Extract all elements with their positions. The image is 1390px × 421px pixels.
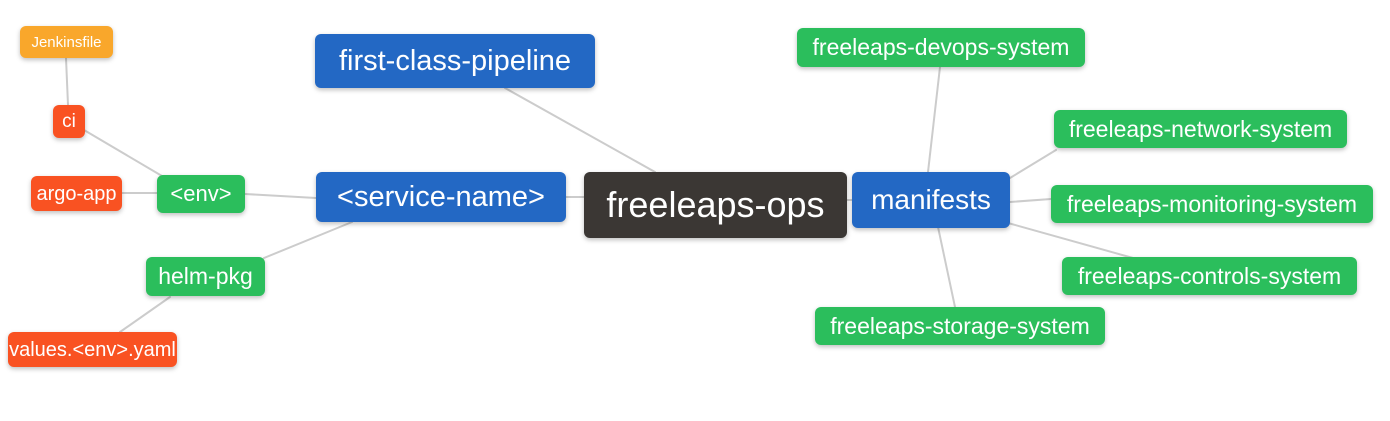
edge-env-service-name [244,193,317,199]
edge-manifests-freeleaps-network-system [1009,149,1057,179]
edge-manifests-freeleaps-storage-system [937,226,956,308]
node-values-env-yaml[interactable]: values.<env>.yaml [8,332,177,367]
edge-manifests-freeleaps-devops-system [927,66,941,173]
node-freeleaps-network-system[interactable]: freeleaps-network-system [1054,110,1347,148]
edge-first-class-pipeline-freeleaps-ops [504,87,656,173]
node-jenkinsfile[interactable]: Jenkinsfile [20,26,113,58]
node-first-class-pipeline[interactable]: first-class-pipeline [315,34,595,88]
edge-values-env-yaml-helm-pkg [119,296,171,333]
node-argo-app[interactable]: argo-app [31,176,122,211]
node-freeleaps-devops-system[interactable]: freeleaps-devops-system [797,28,1085,67]
edge-manifests-freeleaps-controls-system [1007,222,1134,259]
edge-jenkinsfile-ci [65,57,69,106]
node-ci[interactable]: ci [53,105,85,138]
node-helm-pkg[interactable]: helm-pkg [146,257,265,296]
node-freeleaps-ops[interactable]: freeleaps-ops [584,172,847,238]
node-freeleaps-storage-system[interactable]: freeleaps-storage-system [815,307,1105,345]
node-manifests[interactable]: manifests [852,172,1010,228]
edge-manifests-freeleaps-monitoring-system [1009,198,1052,203]
node-freeleaps-controls-system[interactable]: freeleaps-controls-system [1062,257,1357,295]
edge-helm-pkg-service-name [263,221,353,259]
edge-ci-env [83,129,163,177]
node-freeleaps-monitoring-system[interactable]: freeleaps-monitoring-system [1051,185,1373,223]
node-service-name[interactable]: <service-name> [316,172,566,222]
node-env[interactable]: <env> [157,175,245,213]
